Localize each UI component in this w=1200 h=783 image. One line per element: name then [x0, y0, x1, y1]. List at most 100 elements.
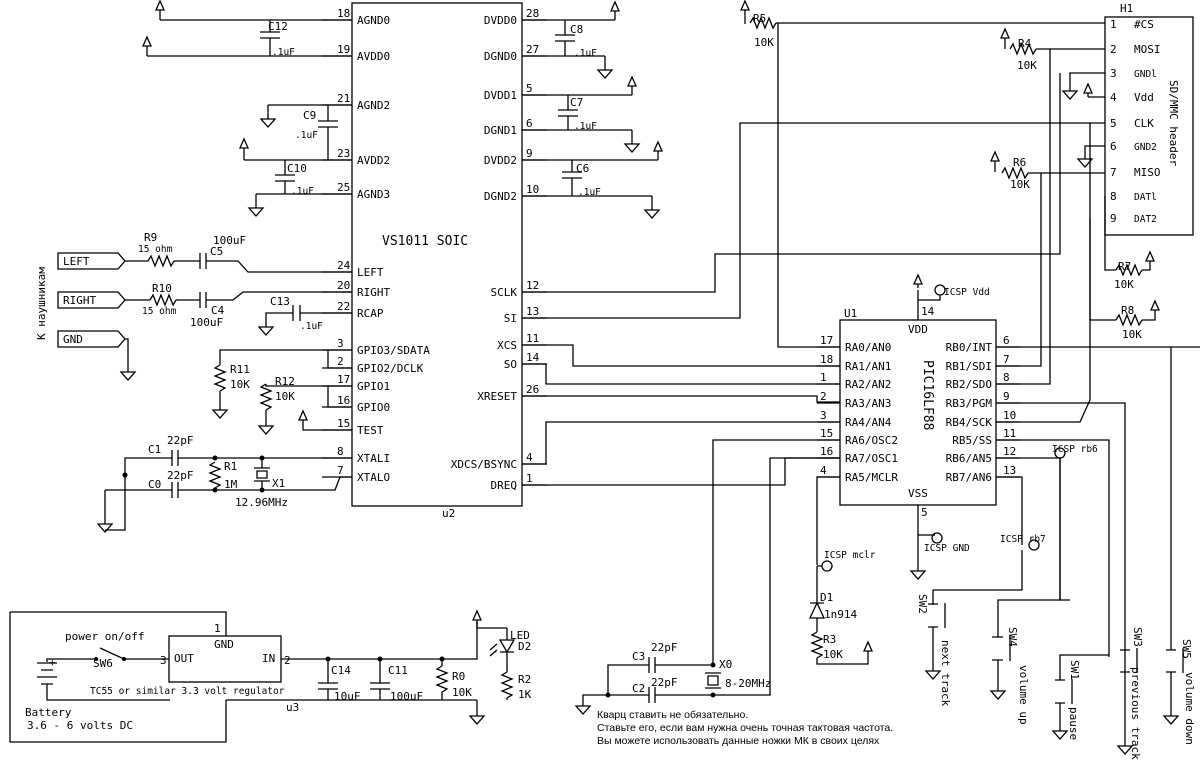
u2-pin-15-label: TEST — [357, 424, 384, 437]
u1-pin-3-num: 3 — [820, 409, 827, 422]
r9-val: 15 ohm — [138, 244, 173, 255]
u1-vdd-label: VDD — [908, 323, 928, 336]
crystal-note: Кварц ставить не обязательно. Ставьте ег… — [597, 709, 893, 747]
buttons: SW2 next track SW4 volume up SW1 pause S… — [916, 347, 1196, 760]
r4-ref: R4 — [1018, 37, 1032, 50]
u1-ref: U1 — [844, 307, 857, 320]
c4-ref: C4 — [211, 304, 225, 317]
d1-val: 1n914 — [824, 608, 857, 621]
u1-pin-11-label: RB5/SS — [952, 434, 992, 447]
r7-val: 10K — [1114, 278, 1134, 291]
icsp-vdd-label: ICSP Vdd — [944, 287, 990, 298]
h1-pin-1-label: #CS — [1134, 18, 1154, 31]
u1-pin-2-num: 2 — [820, 390, 827, 403]
u2-pin-11-label: XCS — [497, 339, 517, 352]
u1-pin-12-num: 12 — [1003, 445, 1016, 458]
u2-pin-10-label: DGND2 — [484, 190, 517, 203]
u2-pin-27-num: 27 — [526, 43, 539, 56]
h1-pin-3-num: 3 — [1110, 67, 1117, 80]
r6-val: 10K — [1010, 178, 1030, 191]
u2-pin-25-label: AGND3 — [357, 188, 390, 201]
r10-val: 15 ohm — [142, 306, 177, 317]
u2-pin-1-num: 1 — [526, 472, 533, 485]
u2-pin-21-label: AGND2 — [357, 99, 390, 112]
sw5-ref: SW5 — [1180, 639, 1193, 659]
u2-pin-9-num: 9 — [526, 147, 533, 160]
u1-pin-1-label: RA2/AN2 — [845, 378, 891, 391]
c8-ref: C8 — [570, 23, 583, 36]
r11-ref: R11 — [230, 363, 250, 376]
u2-pin-16-label: GPIO0 — [357, 401, 390, 414]
u2-pin-27-label: DGND0 — [484, 50, 517, 63]
u2-pin-3-label: GPIO3/SDATA — [357, 344, 430, 357]
u2-pin-13-num: 13 — [526, 305, 539, 318]
u2-pin-9-label: DVDD2 — [484, 154, 517, 167]
r4-val: 10K — [1017, 59, 1037, 72]
u2-pin-23-num: 23 — [337, 147, 350, 160]
c9-ref: C9 — [303, 109, 316, 122]
data-bus: ICSP rb6 ICSP rb7 — [522, 23, 1200, 657]
u2-pin-18-num: 18 — [337, 7, 350, 20]
u2-pin-20-num: 20 — [337, 279, 350, 292]
u2-pin-24-label: LEFT — [357, 266, 384, 279]
sw3-ref: SW3 — [1131, 627, 1144, 647]
u2-pin-26-label: XRESET — [477, 390, 517, 403]
h1-title: SD/MMC header — [1167, 80, 1180, 166]
u3-out-label: OUT — [174, 652, 194, 665]
h1-pin-8-num: 8 — [1110, 190, 1117, 203]
u1-left-pins: 17RA0/AN018RA1/AN11RA2/AN22RA3/AN33RA4/A… — [817, 334, 898, 484]
u1-pin-12-label: RB6/AN5 — [946, 452, 992, 465]
c12-ref: C12 — [268, 20, 288, 33]
c7-ref: C7 — [570, 96, 583, 109]
u1-pin-8-num: 8 — [1003, 371, 1010, 384]
u2-ref: u2 — [442, 507, 455, 520]
u2-pin-26-num: 26 — [526, 383, 539, 396]
r1-ref: R1 — [224, 460, 237, 473]
r9-ref: R9 — [144, 231, 157, 244]
c0-val: 22pF — [167, 469, 194, 482]
icsp-mclr-label: ICSP mclr — [824, 550, 876, 561]
h1-pin-8-label: DATl — [1134, 192, 1157, 203]
c3-val: 22pF — [651, 641, 678, 654]
c2-ref: C2 — [632, 682, 645, 695]
d1-ref: D1 — [820, 591, 833, 604]
c5-val: 100uF — [213, 234, 246, 247]
c11-val: 100uF — [390, 690, 423, 703]
u1-pin-15-label: RA6/OSC2 — [845, 434, 898, 447]
u2-pin-17-num: 17 — [337, 373, 350, 386]
u1-pin-7-label: RB1/SDI — [946, 360, 992, 373]
u2-pin-6-num: 6 — [526, 117, 533, 130]
u2-pin-14-label: SO — [504, 358, 517, 371]
h1-pin-9-label: DAT2 — [1134, 214, 1157, 225]
h1-pin-6-num: 6 — [1110, 140, 1117, 153]
u3-gnd-label: GND — [214, 638, 234, 651]
h1-pin-9-num: 9 — [1110, 212, 1117, 225]
u3-in-label: IN — [262, 652, 275, 665]
vs1011-chip: VS1011 SOIC u2 18AGND019AVDD021AGND223AV… — [322, 2, 547, 520]
icsp-rb6-label: ICSP rb6 — [1052, 444, 1098, 455]
x0-val: 8-20MHz — [725, 677, 771, 690]
r2-val: 1K — [518, 688, 532, 701]
u1-pin-10-label: RB4/SCK — [946, 416, 993, 429]
u2-pin-2-num: 2 — [337, 355, 344, 368]
c5-ref: C5 — [210, 245, 223, 258]
u2-left-pins: 18AGND019AVDD021AGND223AVDD225AGND324LEF… — [322, 7, 430, 484]
battery-plus: + — [49, 656, 56, 669]
sw2-ref: SW2 — [916, 594, 929, 614]
c2-val: 22pF — [651, 676, 678, 689]
r3-val: 10K — [823, 648, 843, 661]
u2-pin-15-num: 15 — [337, 417, 350, 430]
u2-pin-12-num: 12 — [526, 279, 539, 292]
h1-pin-5-num: 5 — [1110, 117, 1117, 130]
c4-val: 100uF — [190, 316, 223, 329]
x1-ref: X1 — [272, 477, 285, 490]
c1-val: 22pF — [167, 434, 194, 447]
c1-ref: C1 — [148, 443, 161, 456]
u2-pin-16-num: 16 — [337, 394, 350, 407]
u2-pin-22-label: RCAP — [357, 307, 384, 320]
sw1-ref: SW1 — [1068, 660, 1081, 680]
u1-pin-2-label: RA3/AN3 — [845, 397, 891, 410]
h1-pin-4-num: 4 — [1110, 91, 1117, 104]
u2-pin-10-num: 10 — [526, 183, 539, 196]
